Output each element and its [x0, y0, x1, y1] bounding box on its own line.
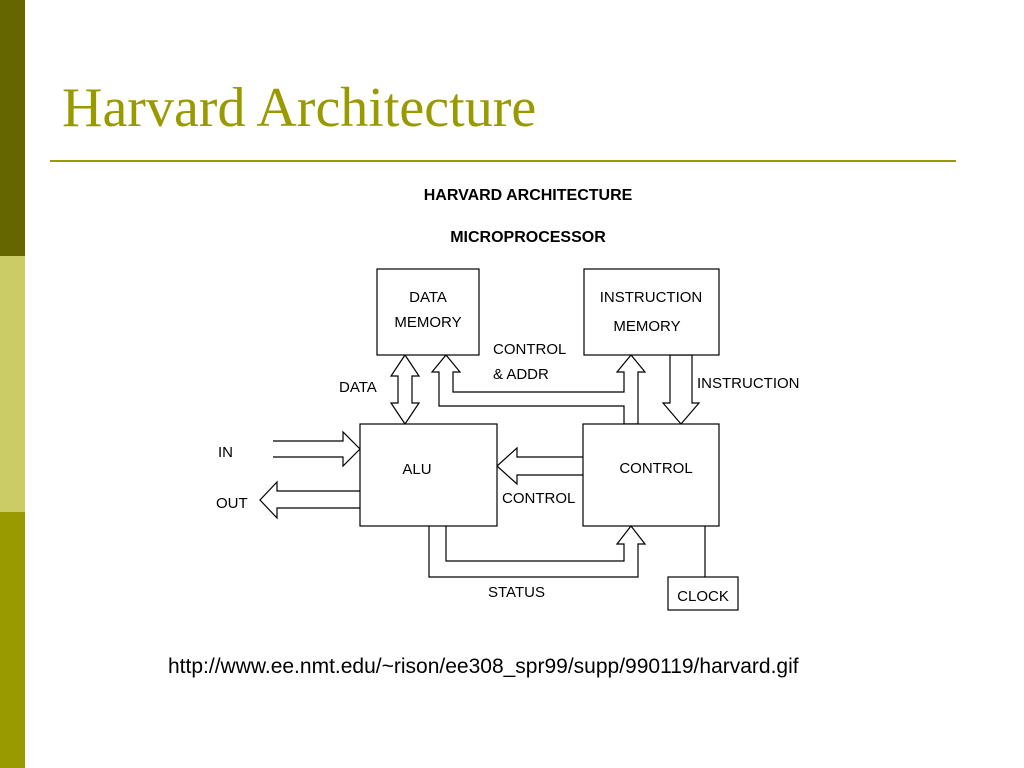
alu-label: ALU — [402, 461, 431, 478]
clock-block — [667, 576, 739, 611]
instruction-memory-label-line1: INSTRUCTION — [600, 289, 703, 306]
control-signal-label: CONTROL — [502, 490, 575, 507]
instruction-bus-arrow — [661, 354, 701, 425]
instruction-memory-label-line2: MEMORY — [613, 318, 680, 335]
source-url-text: http://www.ee.nmt.edu/~rison/ee308_spr99… — [168, 655, 799, 678]
input-arrow — [273, 430, 361, 468]
status-bus-label: STATUS — [488, 584, 545, 601]
side-accent-bar-middle — [0, 256, 25, 512]
slide-title: Harvard Architecture — [62, 77, 537, 139]
side-accent-bar-top — [0, 0, 25, 256]
title-underline — [50, 160, 956, 162]
control-addr-label-line1: CONTROL — [493, 341, 566, 358]
clock-label: CLOCK — [677, 588, 729, 605]
alu-block — [359, 423, 498, 527]
status-bus-arrow — [428, 525, 647, 578]
control-block — [582, 423, 720, 527]
diagram-heading: HARVARD ARCHITECTURE — [424, 187, 633, 204]
out-label: OUT — [216, 495, 248, 512]
output-arrow — [259, 480, 360, 520]
in-label: IN — [218, 444, 233, 461]
data-memory-label-line2: MEMORY — [394, 314, 461, 331]
diagram-subheading: MICROPROCESSOR — [450, 229, 606, 246]
data-bus-label: DATA — [339, 379, 377, 396]
control-signal-arrow — [496, 446, 583, 486]
instruction-memory-block — [583, 268, 720, 356]
control-label: CONTROL — [619, 460, 692, 477]
instruction-bus-label: INSTRUCTION — [697, 375, 800, 392]
data-bus-arrow — [389, 353, 421, 426]
control-addr-label-line2: & ADDR — [493, 366, 549, 383]
data-memory-block — [376, 268, 480, 356]
side-accent-bar-bottom — [0, 512, 25, 768]
control-address-bus-arrow — [430, 354, 647, 425]
data-memory-label-line1: DATA — [409, 289, 447, 306]
